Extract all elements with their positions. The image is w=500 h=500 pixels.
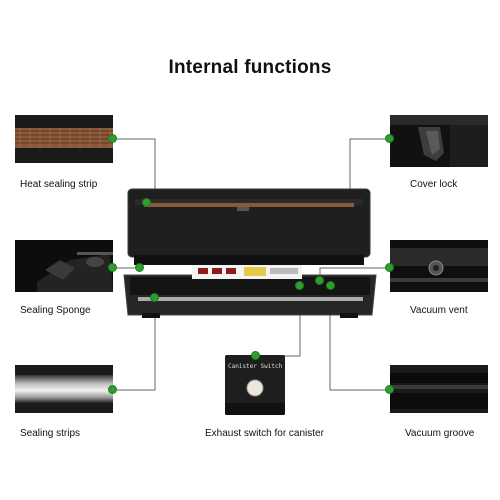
callout-dot-vacuum-groove-thumb: [385, 385, 394, 394]
callout-dot-exhaust-switch-device: [295, 281, 304, 290]
sealing-sponge-label: Sealing Sponge: [20, 305, 91, 316]
callout-dot-vacuum-vent-device: [315, 276, 324, 285]
sealing-sponge-photo: [15, 240, 113, 292]
callout-dot-cover-lock-thumb: [385, 134, 394, 143]
vacuum-vent-label: Vacuum vent: [410, 305, 468, 316]
page-title: Internal functions: [168, 57, 332, 78]
callout-line-vacuum-groove: [329, 286, 390, 391]
exhaust-switch-label: Exhaust switch for canister: [205, 428, 324, 439]
callout-dot-sealing-strips-device: [150, 293, 159, 302]
callout-dot-sealing-sponge-device: [135, 263, 144, 272]
callout-line-sealing-strips: [113, 298, 156, 391]
callout-dot-sealing-sponge-thumb: [108, 263, 117, 272]
callout-line-cover-lock: [349, 138, 390, 203]
cover-lock-label: Cover lock: [410, 179, 458, 190]
callout-dot-exhaust-switch-thumb: [251, 351, 260, 360]
callout-dot-heat-strip-device: [142, 198, 151, 207]
vacuum-vent-photo: [390, 240, 488, 292]
callout-dot-sealing-strips-thumb: [108, 385, 117, 394]
callout-dot-vacuum-groove-device: [326, 281, 335, 290]
vacuum-sealer-device: [120, 185, 380, 320]
heat-sealing-strip-photo: [15, 115, 113, 163]
heat-sealing-strip-label: Heat sealing strip: [20, 179, 98, 190]
vacuum-groove-photo: [390, 365, 488, 413]
vacuum-groove-label: Vacuum groove: [405, 428, 475, 439]
callout-dot-vacuum-vent-thumb: [385, 263, 394, 272]
callout-dot-heat-strip-thumb: [108, 134, 117, 143]
sealing-strips-photo: [15, 365, 113, 413]
canister-switch-photo: Canister Switch: [225, 355, 285, 415]
canister-switch-text: Canister Switch: [228, 363, 283, 370]
sealing-strips-label: Sealing strips: [20, 428, 81, 439]
cover-lock-photo: [390, 115, 488, 167]
